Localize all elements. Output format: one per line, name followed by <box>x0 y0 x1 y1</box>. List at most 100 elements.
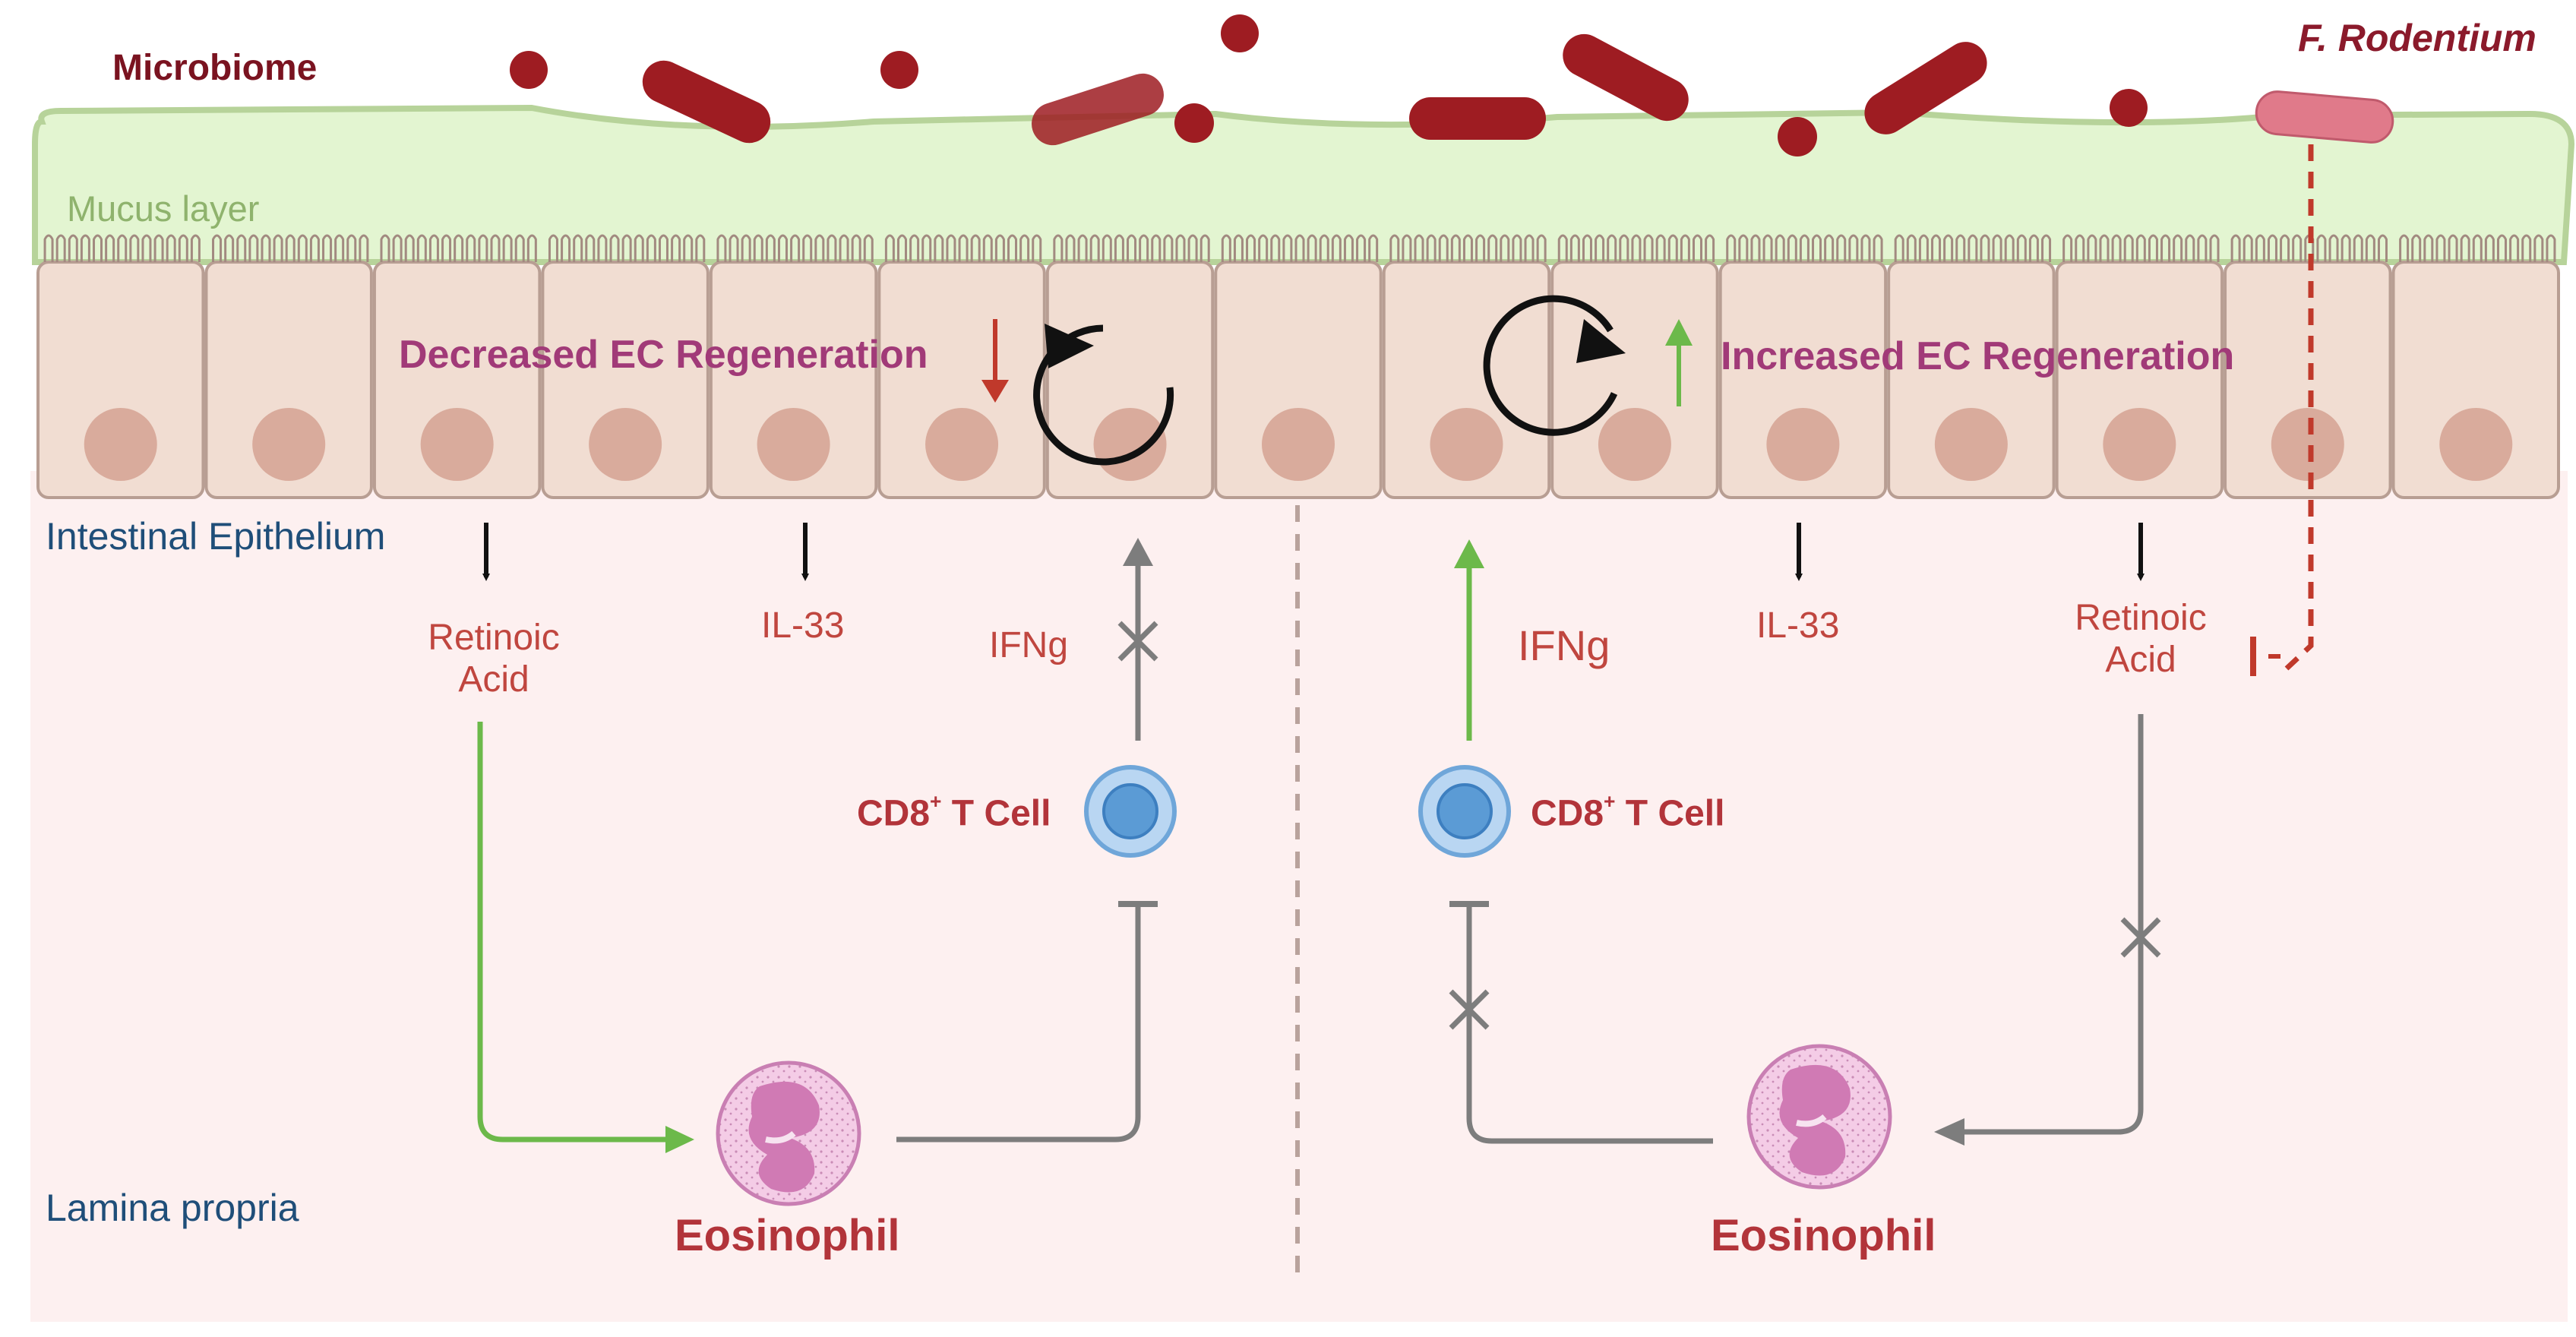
cd8-superscript: + <box>1604 790 1616 813</box>
microvilli <box>1221 234 1379 262</box>
cell-nucleus <box>252 408 326 481</box>
coccus-bacterium <box>1778 117 1817 156</box>
cell-nucleus <box>420 408 494 481</box>
retinoic-acid-line-1: Retinoic <box>2075 598 2207 638</box>
mucus-layer-label: Mucus layer <box>67 188 260 229</box>
microvilli <box>2062 234 2220 262</box>
epithelial-cell <box>204 261 373 499</box>
activation-arrowhead-icon <box>1934 1118 1964 1146</box>
retinoic-acid-line-1: Retinoic <box>428 618 560 658</box>
eosinophil-label: Eosinophil <box>675 1211 900 1260</box>
cell-nucleus <box>1262 408 1335 481</box>
epithelial-cell <box>1214 261 1383 499</box>
cd8-t-cell-label: CD8+ T Cell <box>857 790 1051 835</box>
regeneration-cycle-icon <box>1483 295 1618 436</box>
increase-arrowhead-icon <box>1665 319 1693 346</box>
epithelial-cell <box>709 261 878 499</box>
microvilli <box>1726 234 1883 262</box>
activation-arrowhead-icon <box>665 1126 694 1153</box>
cell-nucleus <box>2103 408 2176 481</box>
lamina-propria-label: Lamina propria <box>46 1187 299 1229</box>
activation-path <box>1961 714 2144 1135</box>
coccus-bacterium <box>1174 103 1214 143</box>
rod-bacterium <box>1563 33 1689 122</box>
cell-nucleus <box>1766 408 1840 481</box>
f-rodentium-label: F. Rodentium <box>2298 17 2536 59</box>
microvilli <box>43 234 201 262</box>
epithelial-cell <box>372 261 542 499</box>
microvilli <box>2230 234 2388 262</box>
microbiome-bacteria <box>510 14 2148 156</box>
rod-bacterium <box>1864 42 1987 134</box>
ifng-arrowhead-icon <box>1123 538 1153 566</box>
cell-nucleus <box>2271 408 2344 481</box>
cell-nucleus <box>2439 408 2513 481</box>
retinoic-acid-label: Retinoic Acid <box>2050 597 2232 681</box>
intestinal-epithelium-label: Intestinal Epithelium <box>46 515 386 558</box>
ifng-label: IFNg <box>1518 621 1610 669</box>
microvilli <box>2399 234 2556 262</box>
microvilli <box>1894 234 2052 262</box>
epithelial-cell <box>36 261 205 499</box>
cell-nucleus <box>757 408 830 481</box>
retinoic-acid-label: Retinoic Acid <box>403 617 585 700</box>
microvilli <box>548 234 706 262</box>
il33-label: IL-33 <box>761 605 845 646</box>
decrease-arrowhead-icon <box>981 380 1009 403</box>
epithelial-cell <box>541 261 710 499</box>
retinoic-acid-line-2: Acid <box>458 659 529 700</box>
activation-path <box>477 722 668 1143</box>
epithelial-cell <box>1045 261 1215 499</box>
epithelial-cells <box>36 234 2561 499</box>
cd8-text: CD8 <box>857 793 931 834</box>
microvilli <box>1053 234 1210 262</box>
epithelial-cell <box>2391 261 2561 499</box>
cell-nucleus <box>1430 408 1503 481</box>
coccus-bacterium <box>1221 14 1259 52</box>
retinoic-acid-line-2: Acid <box>2105 640 2176 681</box>
epithelial-cell <box>1550 261 1719 499</box>
microbiome-label: Microbiome <box>112 48 318 88</box>
eosinophil-icon <box>1746 1044 1892 1190</box>
cell-nucleus <box>1093 408 1167 481</box>
ifng-label: IFNg <box>989 625 1069 665</box>
cd8-text: CD8 <box>1531 793 1604 834</box>
blocked-x-icon <box>1449 989 1490 1030</box>
cell-nucleus <box>1598 408 1671 481</box>
rod-bacterium <box>642 60 771 144</box>
right-panel-pathways <box>1449 295 2161 1146</box>
cd8-t-cell-label: CD8+ T Cell <box>1531 790 1724 835</box>
microvilli <box>884 234 1042 262</box>
microvilli <box>212 234 369 262</box>
epithelial-cell <box>1718 261 1888 499</box>
cycle-arrowhead-icon <box>1045 324 1094 368</box>
left-panel-pathways <box>477 319 1174 1153</box>
inhibition-path <box>1466 904 1713 1144</box>
eosinophil-label: Eosinophil <box>1711 1211 1936 1260</box>
coccus-bacterium <box>510 51 548 89</box>
epithelial-cell <box>2224 261 2392 499</box>
inhibition-path <box>896 904 1141 1143</box>
f-rodentium-bacterium <box>2255 90 2394 144</box>
cell-nucleus <box>84 408 157 481</box>
cell-nucleus <box>925 408 999 481</box>
cd8-t-cell-icon <box>1418 765 1511 858</box>
blocked-x-icon <box>1117 621 1158 662</box>
epithelial-cell <box>877 261 1046 499</box>
coccus-bacterium <box>880 51 918 89</box>
microvilli <box>380 234 537 262</box>
blocked-x-icon <box>2120 917 2161 958</box>
ifng-arrowhead-icon <box>1454 539 1484 568</box>
increased-regeneration-label: Increased EC Regeneration <box>1721 334 2235 378</box>
t-cell-text: T Cell <box>941 793 1051 834</box>
microvilli <box>1389 234 1547 262</box>
rod-bacterium <box>1409 97 1546 140</box>
decreased-regeneration-label: Decreased EC Regeneration <box>399 333 928 377</box>
f-rodentium-inhibition-line <box>2284 144 2314 671</box>
cd8-t-cell-icon <box>1084 765 1177 858</box>
cd8-superscript: + <box>930 790 942 813</box>
il33-label: IL-33 <box>1756 605 1840 646</box>
epithelial-cell <box>2055 261 2224 499</box>
